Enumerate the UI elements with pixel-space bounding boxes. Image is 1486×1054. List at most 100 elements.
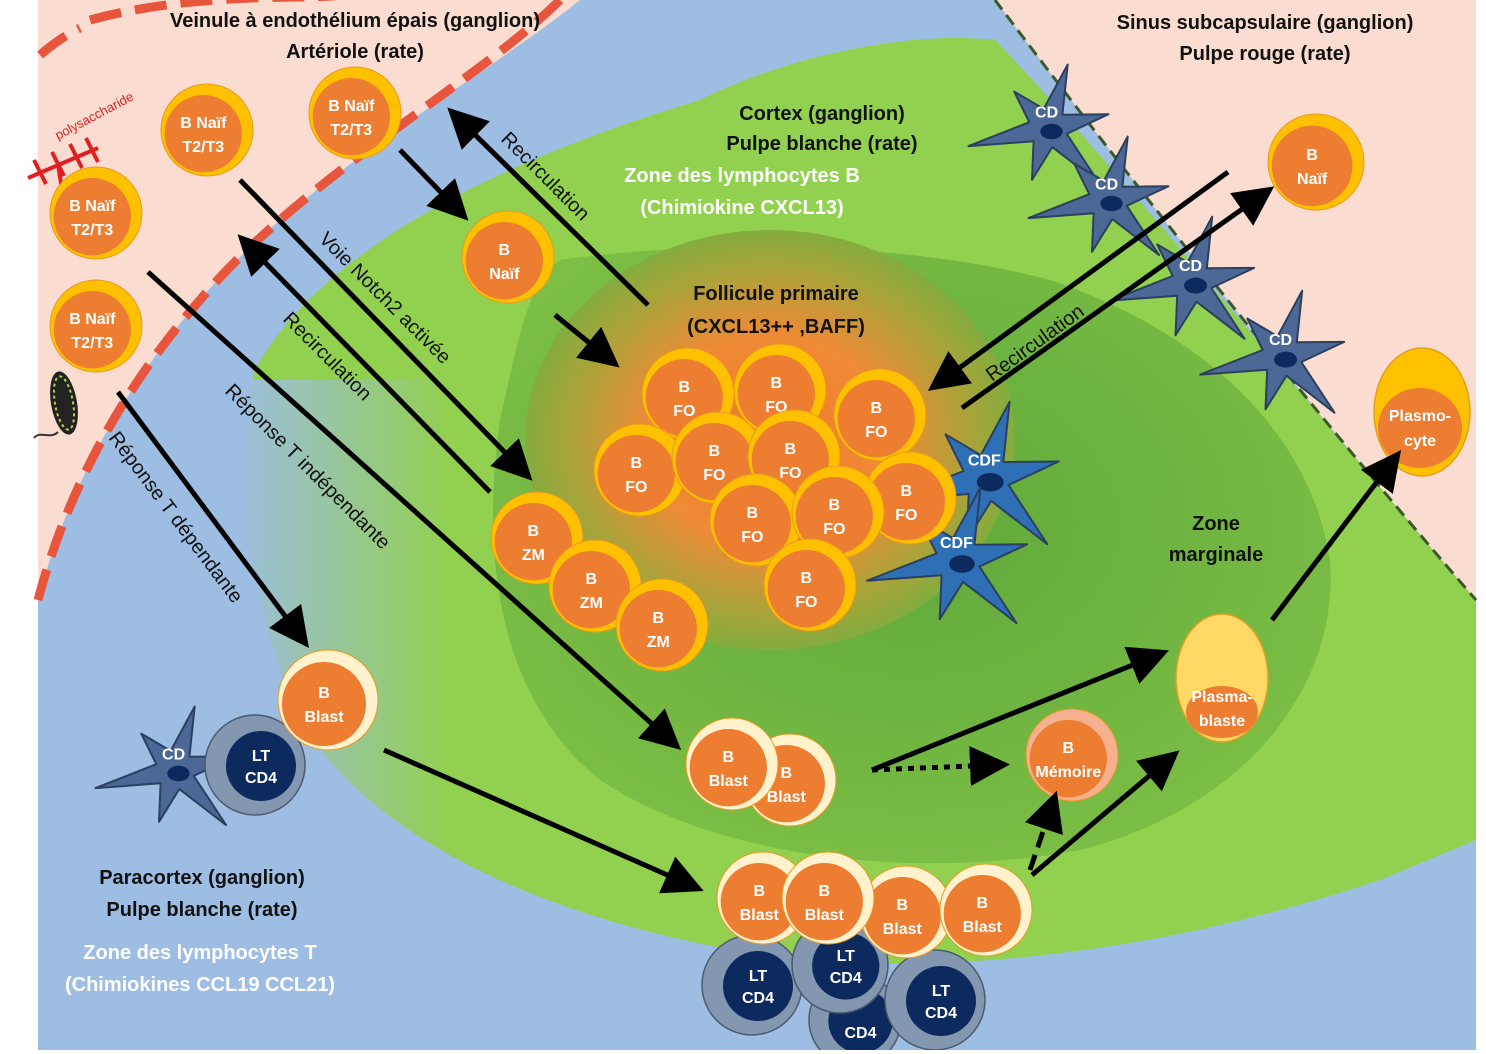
marginal-zone-title: Zone marginale (1169, 513, 1263, 566)
svg-text:B Naïf: B Naïf (69, 311, 116, 328)
svg-text:LT: LT (252, 748, 271, 765)
svg-text:B: B (499, 242, 511, 259)
svg-text:Zone des lymphocytes T: Zone des lymphocytes T (83, 942, 316, 964)
svg-text:Plasma-: Plasma- (1191, 689, 1252, 706)
svg-text:FO: FO (703, 467, 725, 484)
dendritic-cell-1: CD (967, 63, 1110, 185)
svg-text:CD4: CD4 (830, 970, 862, 987)
svg-text:ZM: ZM (580, 595, 603, 612)
svg-text:B: B (871, 400, 883, 417)
svg-text:CD4: CD4 (925, 1005, 957, 1022)
svg-text:CD: CD (1269, 332, 1292, 349)
svg-text:B: B (679, 379, 691, 396)
sinus-title: Sinus subcapsulaire (ganglion) Pulpe rou… (1117, 12, 1414, 65)
lt-cd4-cell-gc-2: LT CD4 (791, 916, 889, 1014)
lt-cd4-cell-gc-3: LT CD4 (884, 949, 986, 1051)
b-fo-cell-6: BFO (833, 368, 927, 462)
svg-text:Follicule primaire: Follicule primaire (693, 283, 859, 305)
b-blast-cell-paracortex: B Blast (277, 649, 379, 751)
svg-text:Pulpe blanche (rate): Pulpe blanche (rate) (106, 899, 297, 921)
arrow-notch2 (238, 178, 533, 481)
svg-text:(Chimiokine CXCL13): (Chimiokine CXCL13) (640, 197, 843, 219)
svg-text:T2/T3: T2/T3 (330, 122, 372, 139)
arrow-recirc-left (237, 234, 492, 494)
svg-text:T2/T3: T2/T3 (182, 139, 224, 156)
svg-text:LT: LT (837, 948, 856, 965)
cortex-title: Cortex (ganglion) Pulpe blanche (rate) (726, 103, 917, 155)
arrow-recirc-top (447, 107, 650, 307)
b-fo-cell-10: BFO (763, 538, 857, 632)
svg-text:CD4: CD4 (845, 1025, 877, 1042)
svg-text:B: B (318, 685, 330, 702)
arrow-b-to-fo (553, 313, 620, 368)
svg-text:CD4: CD4 (245, 770, 277, 787)
svg-text:Paracortex (ganglion): Paracortex (ganglion) (99, 867, 305, 889)
svg-text:FO: FO (741, 529, 763, 546)
zone-t-title: Zone des lymphocytes T (Chimiokines CCL1… (65, 942, 335, 996)
vessel-wall (33, 0, 564, 602)
b-blast-cell-gc-3: B Blast (859, 865, 953, 959)
svg-text:B: B (897, 897, 909, 914)
bacterium-icon (33, 371, 78, 439)
arrow-fo-to-naif (960, 186, 1275, 411)
svg-text:FO: FO (823, 521, 845, 538)
svg-text:(Chimiokines CCL19 CCL21): (Chimiokines CCL19 CCL21) (65, 974, 335, 996)
svg-text:FO: FO (795, 594, 817, 611)
svg-text:LT: LT (749, 968, 768, 985)
svg-text:B: B (709, 443, 721, 460)
svg-text:Blast: Blast (883, 921, 923, 938)
svg-text:Blast: Blast (805, 907, 845, 924)
svg-text:B Naïf: B Naïf (180, 115, 227, 132)
svg-text:Pulpe blanche (rate): Pulpe blanche (rate) (726, 133, 917, 155)
svg-text:ZM: ZM (647, 634, 670, 651)
svg-text:FO: FO (895, 507, 917, 524)
svg-text:Plasmo-: Plasmo- (1389, 408, 1451, 425)
svg-text:B: B (829, 497, 841, 514)
svg-text:B: B (723, 749, 735, 766)
plasmocyte-cell: Plasmo-cyte (1373, 347, 1471, 477)
svg-text:Zone: Zone (1192, 513, 1240, 535)
svg-text:Blast: Blast (740, 907, 780, 924)
paracortex-fade (230, 380, 450, 900)
svg-text:Cortex (ganglion): Cortex (ganglion) (739, 103, 905, 125)
arrow-blast-to-plasmablast (871, 646, 1169, 773)
svg-text:T2/T3: T2/T3 (71, 222, 113, 239)
zone-b-title: Zone des lymphocytes B (Chimiokine CXCL1… (624, 165, 860, 219)
lt-cd4-cell-paracortex: LT CD4 (204, 714, 306, 816)
svg-text:CDF: CDF (940, 535, 973, 552)
svg-text:ZM: ZM (522, 547, 545, 564)
svg-text:FO: FO (779, 465, 801, 482)
svg-text:FO: FO (625, 479, 647, 496)
svg-text:Zone des lymphocytes B: Zone des lymphocytes B (624, 165, 860, 187)
svg-text:B: B (781, 765, 793, 782)
svg-text:Artériole (rate): Artériole (rate) (286, 41, 424, 63)
arrows (115, 107, 1402, 894)
svg-text:T2/T3: T2/T3 (71, 335, 113, 352)
plasmablast-cell: Plasma-blaste (1175, 613, 1269, 743)
svg-text:CDF: CDF (968, 452, 1001, 469)
svg-text:Blast: Blast (767, 789, 807, 806)
arrow-gc-to-plasmablast (1030, 750, 1180, 877)
svg-text:CD: CD (1179, 258, 1202, 275)
svg-text:LT: LT (932, 983, 951, 1000)
paracortex-title: Paracortex (ganglion) Pulpe blanche (rat… (99, 867, 305, 921)
svg-text:cyte: cyte (1404, 433, 1436, 450)
arrow-naif-to-b (398, 148, 469, 221)
svg-text:Blast: Blast (304, 709, 344, 726)
svg-text:B: B (631, 455, 643, 472)
svg-text:Veinule à endothélium épais (g: Veinule à endothélium épais (ganglion) (170, 10, 540, 32)
svg-text:B Naïf: B Naïf (69, 198, 116, 215)
svg-text:Naïf: Naïf (1297, 171, 1328, 188)
svg-text:B: B (1063, 740, 1075, 757)
arrow-blast-to-gc (382, 747, 704, 894)
